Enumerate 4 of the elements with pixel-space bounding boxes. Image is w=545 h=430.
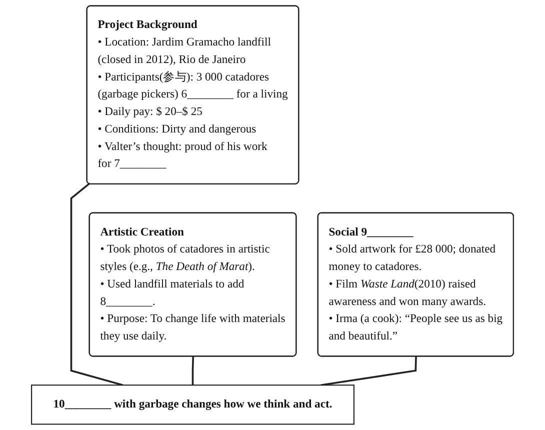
connector	[192, 356, 194, 386]
connector	[320, 356, 417, 386]
connector	[70, 183, 124, 386]
node-box: 10________ with garbage changes how we think and act.	[31, 384, 354, 425]
